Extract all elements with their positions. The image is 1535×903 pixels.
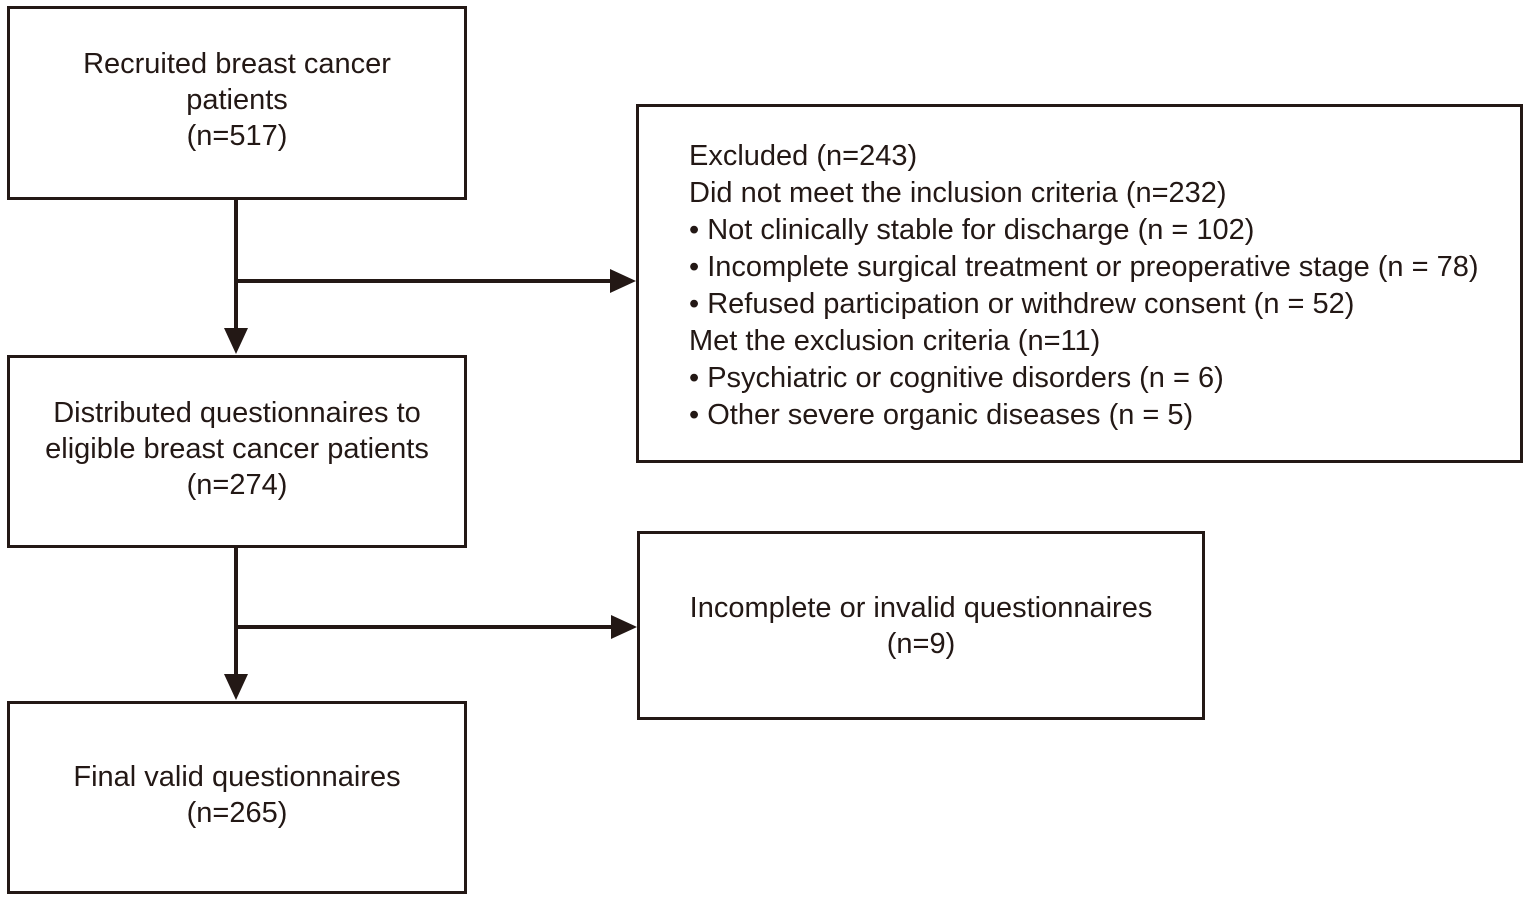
excluded-line: Excluded (n=243) <box>689 140 918 172</box>
node-distributed-questionnaires-label: Distributed questionnaires to eligible b… <box>45 396 429 501</box>
node-final-valid-questionnaires: Final valid questionnaires (n=265) <box>7 701 467 894</box>
arrow-distributed-to-incomplete <box>236 615 637 639</box>
excluded-reason-list: Excluded (n=243) Did not meet the inclus… <box>689 138 1520 434</box>
excluded-line: Met the exclusion criteria (n=11) <box>689 325 1101 357</box>
arrow-recruited-to-distributed <box>224 200 248 354</box>
node-incomplete-invalid-questionnaires-label: Incomplete or invalid questionnaires (n=… <box>689 591 1153 660</box>
arrow-recruited-to-excluded <box>236 269 636 293</box>
node-recruited-patients-label: Recruited breast cancer patients (n=517) <box>83 48 391 152</box>
arrow-distributed-to-final <box>224 548 248 700</box>
node-recruited-patients: Recruited breast cancer patients (n=517) <box>7 6 467 200</box>
node-incomplete-invalid-questionnaires: Incomplete or invalid questionnaires (n=… <box>637 531 1205 720</box>
excluded-line: • Psychiatric or cognitive disorders (n … <box>689 362 1224 394</box>
node-distributed-questionnaires: Distributed questionnaires to eligible b… <box>7 355 467 548</box>
excluded-line: Did not meet the inclusion criteria (n=2… <box>689 177 1227 209</box>
node-final-valid-questionnaires-label: Final valid questionnaires (n=265) <box>73 760 401 829</box>
excluded-line: • Incomplete surgical treatment or preop… <box>689 251 1479 283</box>
excluded-line: • Refused participation or withdrew cons… <box>689 288 1355 320</box>
excluded-line: • Other severe organic diseases (n = 5) <box>689 399 1194 431</box>
node-excluded-details: Excluded (n=243) Did not meet the inclus… <box>636 104 1523 463</box>
excluded-line: • Not clinically stable for discharge (n… <box>689 214 1255 246</box>
